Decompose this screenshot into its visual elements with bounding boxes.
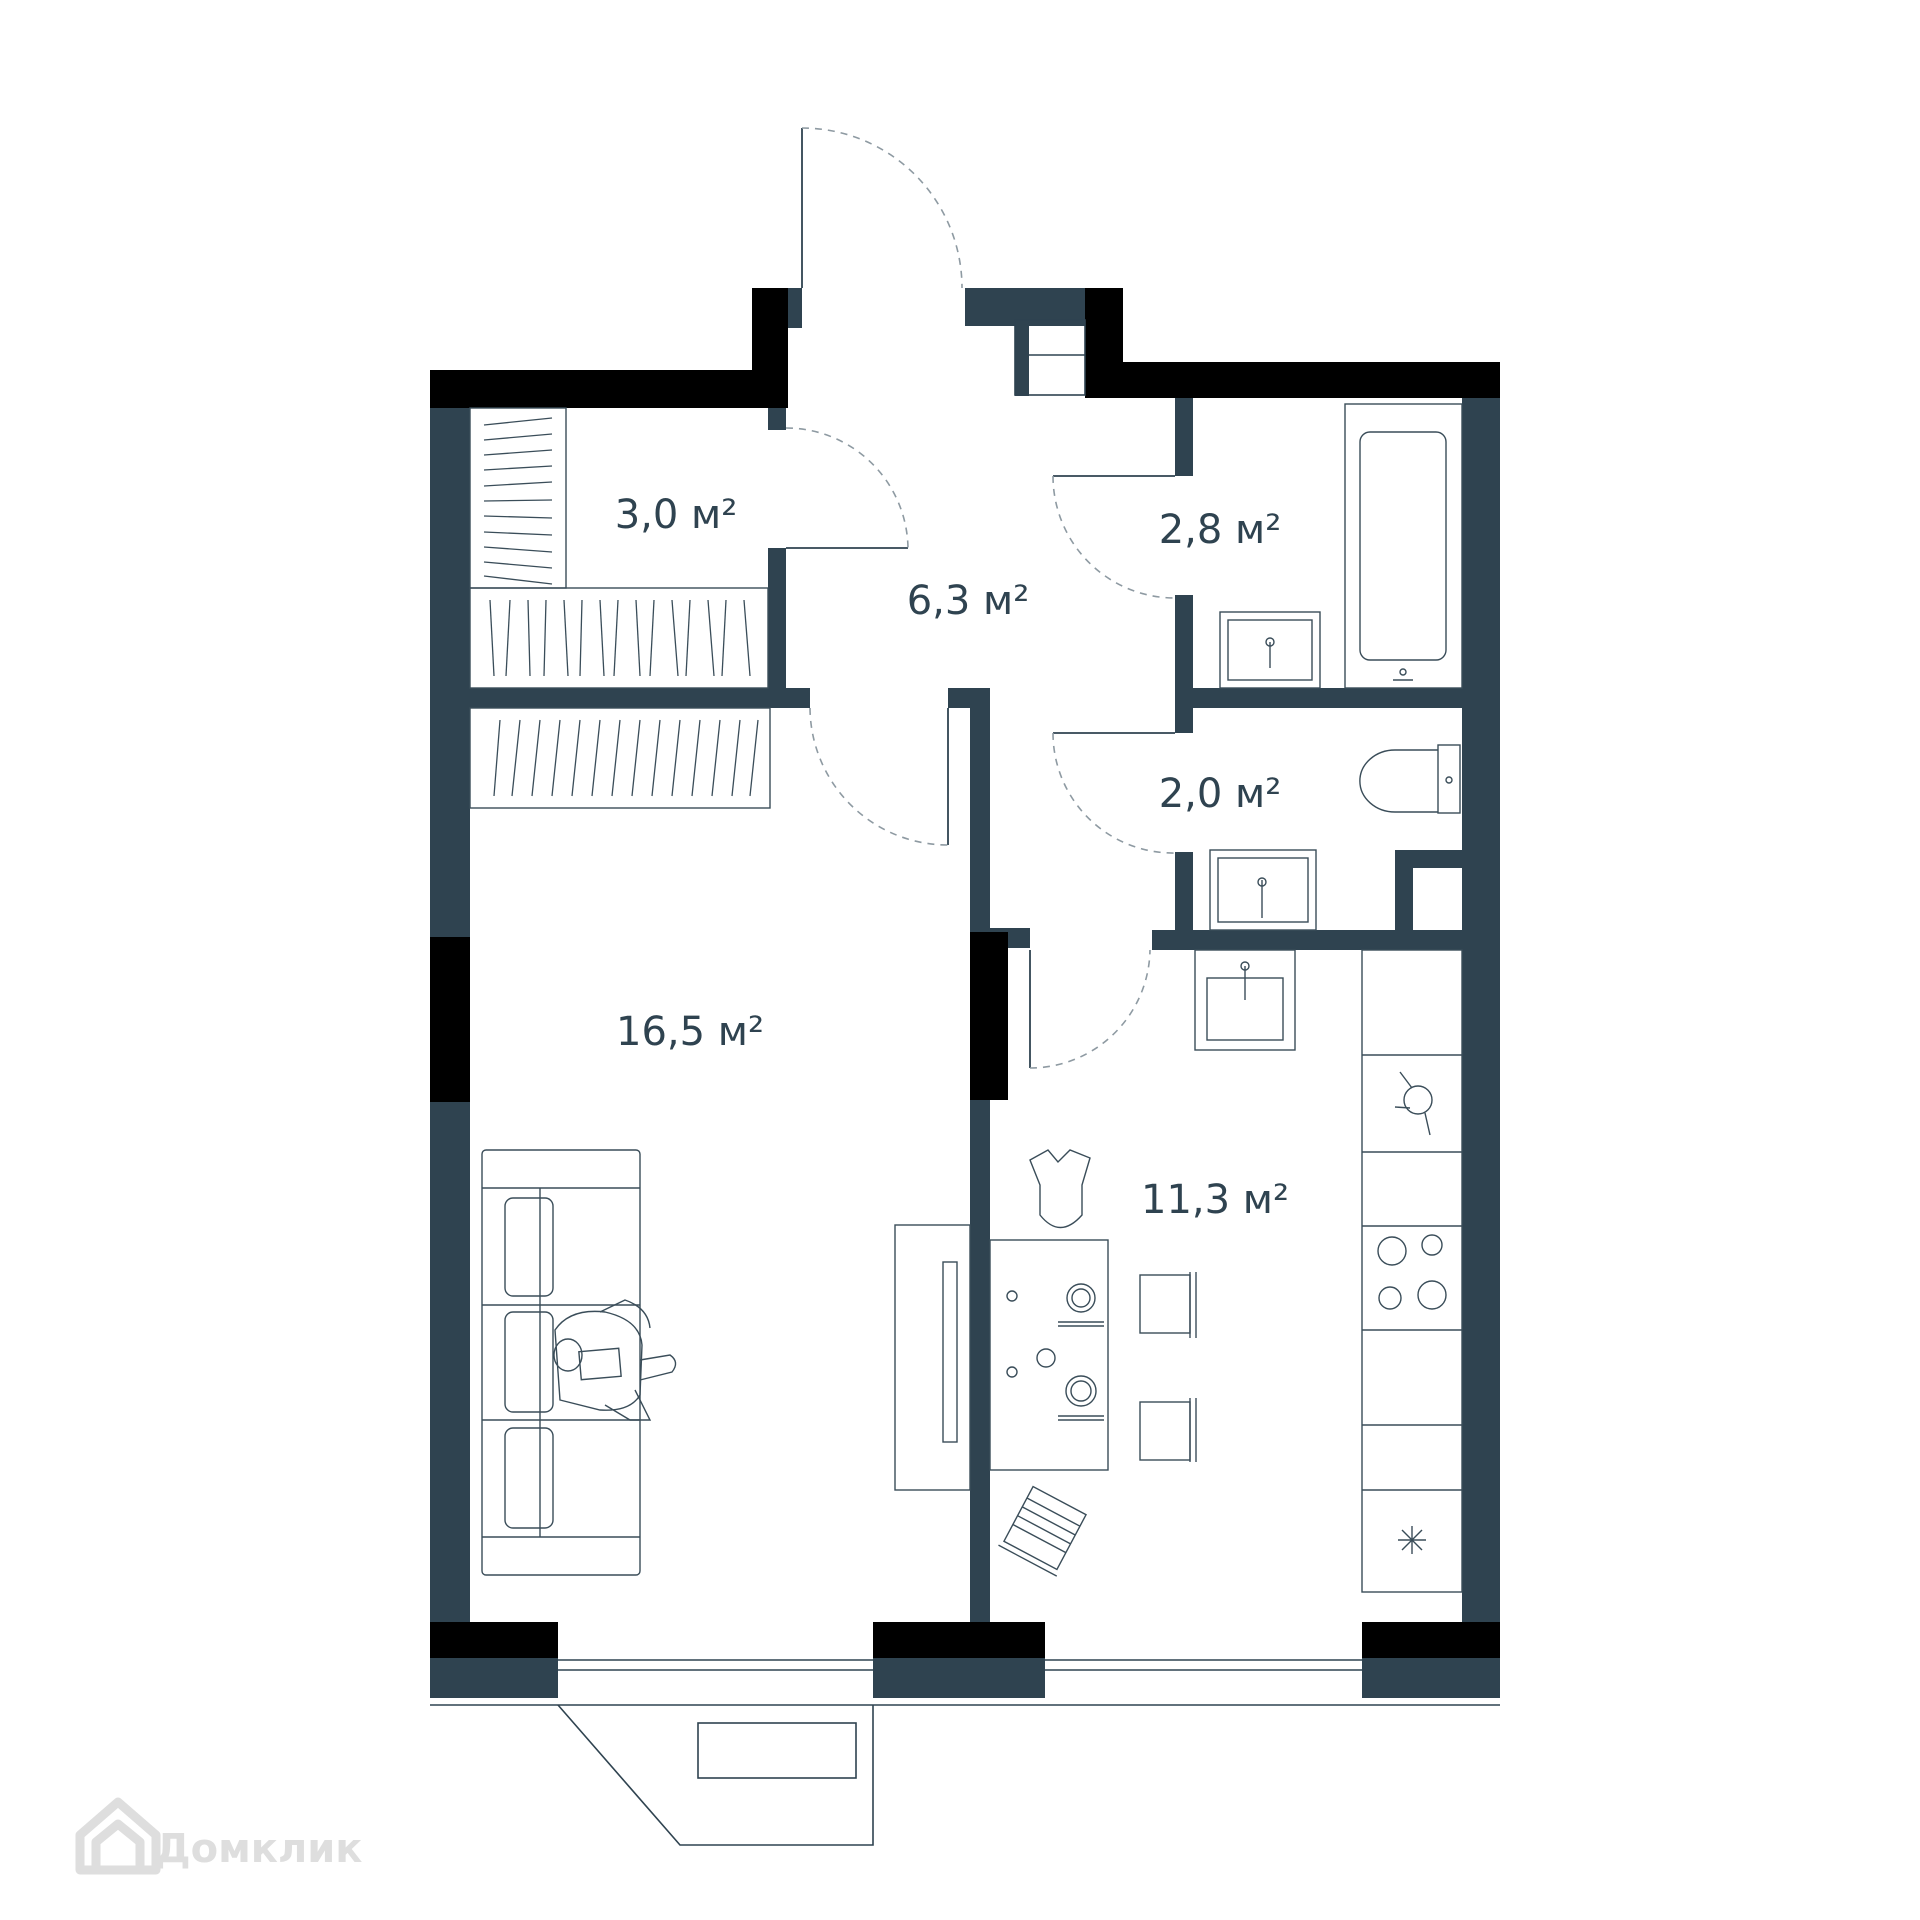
dining-chairs [998, 1149, 1197, 1577]
kitchen-counter [1361, 949, 1463, 1593]
sofa [481, 1149, 641, 1576]
room-area-kitchen: 11,3 м² [1141, 1177, 1289, 1223]
storage-shelves [469, 407, 771, 809]
room-area-hall: 6,3 м² [907, 578, 1030, 624]
fridge-icon [1398, 1526, 1426, 1554]
bathtub [1344, 403, 1463, 689]
kitchen-sink [1194, 949, 1296, 1051]
dining-table [989, 1239, 1109, 1471]
bathroom-sink [1219, 611, 1321, 689]
house-logo-icon [75, 1797, 161, 1875]
cooktop-icon [1377, 1234, 1447, 1310]
watermark: Домклик [75, 1797, 362, 1875]
person-icon [553, 1299, 677, 1421]
dishwasher-icon [1394, 1071, 1433, 1136]
exterior-walls [430, 288, 1500, 1698]
toilet-sink [1209, 849, 1317, 931]
room-area-storage: 3,0 м² [615, 492, 738, 538]
room-area-toilet: 2,0 м² [1159, 771, 1282, 817]
windows [430, 319, 1500, 1706]
room-area-living: 16,5 м² [616, 1009, 764, 1055]
toilet-bowl [1359, 744, 1461, 814]
room-area-bathroom: 2,8 м² [1159, 507, 1282, 553]
door-swings [785, 127, 1176, 1069]
balcony [557, 1704, 874, 1846]
interior-walls [430, 326, 1462, 1622]
tv-stand [894, 1224, 971, 1491]
watermark-text: Домклик [155, 1826, 362, 1872]
